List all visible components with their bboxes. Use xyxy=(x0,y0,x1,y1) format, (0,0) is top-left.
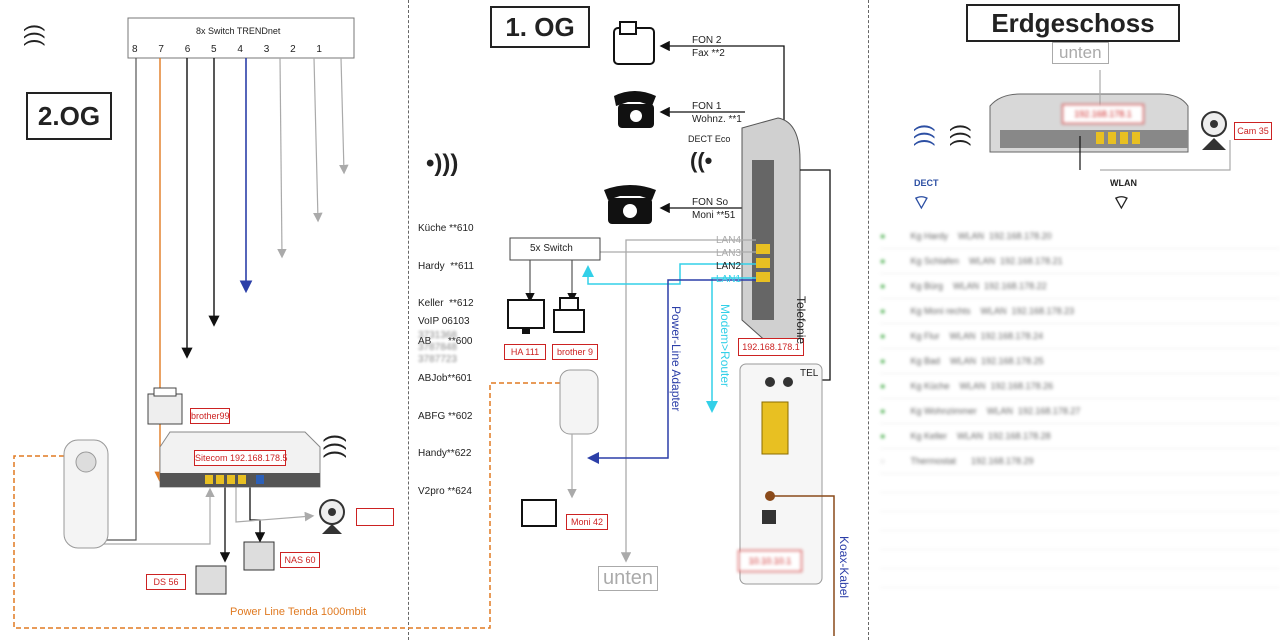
voip-hidden-numbers: 3731368 3787848 3787723 xyxy=(418,330,457,366)
table-row: ● Kg Moni rechts WLAN 192.168.178.23 xyxy=(880,299,1280,324)
voip-hidden-2: 3787848 xyxy=(418,342,457,353)
switch-ports: 8 7 6 5 4 3 2 1 xyxy=(132,44,322,55)
modem-router-label: Modem>Router xyxy=(718,304,732,388)
table-row: ● Kg Flur WLAN 192.168.178.24 xyxy=(880,324,1280,349)
switch-title: 8x Switch TRENDnet xyxy=(196,26,281,36)
dect-entry-2: Hardy **611 xyxy=(418,260,474,272)
koax-label: Koax-Kabel xyxy=(837,536,851,599)
unten-label-right: unten xyxy=(1052,42,1109,64)
fonso-line2: Moni **51 xyxy=(692,210,736,221)
device-table: ● Kg Hardy WLAN 192.168.178.20 ● Kg Schl… xyxy=(880,224,1280,594)
table-row: ● Kg Küche WLAN 192.168.178.26 xyxy=(880,374,1280,399)
router-ip-middle: 192.168.178.1 xyxy=(738,338,804,356)
dect-entry-5: ABJob**601 xyxy=(418,373,472,384)
unten-label-middle: unten xyxy=(598,566,659,591)
wifi-icon-right: ))) xyxy=(945,124,971,146)
table-row: ● Kg Keller WLAN 192.168.178.28 xyxy=(880,424,1280,449)
cam-label-right: Cam 35 xyxy=(1234,122,1272,140)
floor-label-2og: 2.OG xyxy=(26,92,112,140)
fonso-line1: FON So xyxy=(692,197,729,208)
printer-label-left: brother99 xyxy=(190,408,230,424)
dect-icon-right: ⌔ xyxy=(912,192,931,214)
fon1-label: FON 1 Wohnz. **1 xyxy=(692,100,742,126)
wlan-label: WLAN xyxy=(1110,178,1137,188)
fon2-line1: FON 2 xyxy=(692,35,722,46)
dect-list: Küche **610 Hardy **611 Keller **612 AB … xyxy=(418,198,474,511)
ds-label: DS 56 xyxy=(146,574,186,590)
fon1-line2: Wohnz. **1 xyxy=(692,114,742,125)
dect-entry-3: Keller **612 xyxy=(418,298,474,309)
table-row: ● Kg Bürg WLAN 192.168.178.22 xyxy=(880,274,1280,299)
table-filler xyxy=(880,474,1280,594)
wifi-icon-left-top: ))) xyxy=(19,24,45,46)
brother-label: brother 9 xyxy=(552,344,598,360)
separator-right xyxy=(868,0,869,640)
voip-label: VoIP 06103 xyxy=(418,316,470,327)
port-5: 5 xyxy=(211,44,217,55)
fonso-label: FON So Moni **51 xyxy=(692,196,735,222)
dect-eco-icon: ((• xyxy=(690,148,713,173)
port-7: 7 xyxy=(158,44,164,55)
fon2-label: FON 2 Fax **2 xyxy=(692,34,725,60)
floor-label-eg: Erdgeschoss xyxy=(966,4,1180,42)
port-6: 6 xyxy=(184,44,191,55)
table-row: ○ Thermostat 192.168.178.29 xyxy=(880,449,1280,474)
wifi-icon-right-blue: ))) xyxy=(909,124,935,146)
port-8: 8 xyxy=(132,44,138,55)
switch5-label: 5x Switch xyxy=(530,243,573,254)
dect-entry-6: ABFG **602 xyxy=(418,410,473,422)
router-ip-right: 192.168.178.1 xyxy=(1062,104,1144,124)
table-row: ● Kg Hardy WLAN 192.168.178.20 xyxy=(880,224,1280,249)
wlan-icon: ⌔ xyxy=(1112,192,1131,214)
router-label-left: Sitecom 192.168.178.5 xyxy=(194,450,288,466)
dect-entry-1: Küche **610 xyxy=(418,223,474,234)
lan1-label: LAN1 xyxy=(716,274,742,285)
floor-label-1og: 1. OG xyxy=(490,6,590,48)
dect-label-right: DECT xyxy=(914,178,939,188)
voip-hidden-3: 3787723 xyxy=(418,354,457,365)
dect-entry-8: V2pro **624 xyxy=(418,485,472,497)
table-row: ● Kg Wohnzimmer WLAN 192.168.178.27 xyxy=(880,399,1280,424)
nas-label: NAS 60 xyxy=(280,552,320,568)
port-4: 4 xyxy=(237,44,243,55)
moni-label: Moni 42 xyxy=(566,514,608,530)
port-1: 1 xyxy=(316,44,322,55)
trendnet-switch xyxy=(127,17,355,59)
modem-ip-hidden: 10.10.10.1 xyxy=(738,550,802,572)
dect-eco-label: DECT Eco xyxy=(688,134,731,144)
tel-label: TEL xyxy=(800,368,819,379)
lan-labels: LAN4 LAN3 LAN2 LAN1 xyxy=(716,234,741,286)
port-2: 2 xyxy=(290,44,296,55)
voip-hidden-1: 3731368 xyxy=(418,330,457,341)
camera-label-left xyxy=(356,508,394,526)
lan3-label: LAN3 xyxy=(716,248,742,259)
fon1-line1: FON 1 xyxy=(692,101,722,112)
ha-label: HA 111 xyxy=(504,344,546,360)
lan2-label: LAN2 xyxy=(716,261,742,272)
powerline-label: Power Line Tenda 1000mbit xyxy=(230,606,367,618)
powerline-adapter-label: Power-Line Adapter xyxy=(669,306,683,412)
telefonie-label: Telefonie xyxy=(794,296,808,345)
separator-left xyxy=(408,0,409,640)
table-row: ● Kg Schlafen WLAN 192.168.178.21 xyxy=(880,249,1280,274)
wifi-icon-left: ))) xyxy=(319,434,347,458)
table-row: ● Kg Bad WLAN 192.168.178.25 xyxy=(880,349,1280,374)
dect-entry-4: AB **600 xyxy=(418,335,473,347)
dect-entry-7: Handy**622 xyxy=(418,448,472,459)
fon2-line2: Fax **2 xyxy=(692,48,725,59)
lan4-label: LAN4 xyxy=(716,235,742,246)
dect-icon-middle: •))) xyxy=(426,150,459,177)
port-3: 3 xyxy=(263,44,270,55)
